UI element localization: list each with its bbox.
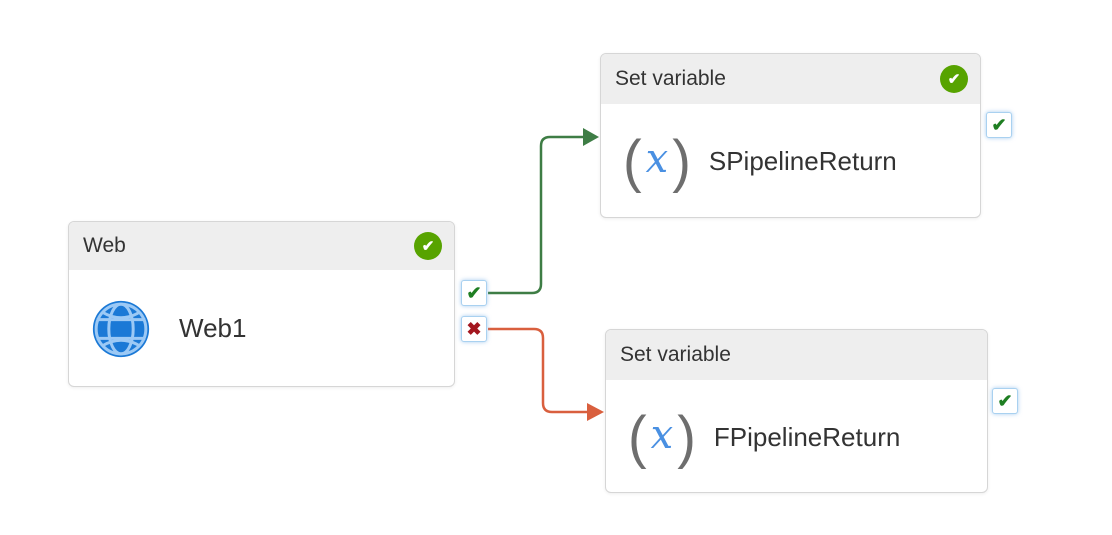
spipelinereturn-success-port[interactable]: ✔ [986, 112, 1012, 138]
failure-connector-line[interactable] [488, 327, 587, 414]
activity-node-web1-body: Web1 [69, 270, 454, 387]
activity-type-label: Set variable [615, 67, 726, 90]
status-succeeded-badge: ✔ [414, 232, 442, 260]
set-variable-icon-x: x [650, 412, 674, 458]
fpipelinereturn-success-port[interactable]: ✔ [992, 388, 1018, 414]
set-variable-icon-open-paren: ( [623, 127, 642, 194]
web1-success-port[interactable]: ✔ [461, 280, 487, 306]
activity-node-fpipelinereturn[interactable]: Set variable ( x ) FPipelineReturn [605, 329, 988, 493]
activity-node-spipelinereturn-body: ( x ) SPipelineReturn [601, 104, 980, 218]
activity-node-web1-header: Web ✔ [69, 222, 454, 270]
activity-name: FPipelineReturn [713, 421, 901, 452]
activity-name: Web1 [179, 313, 247, 343]
activity-name: SPipelineReturn [708, 145, 897, 176]
activity-node-spipelinereturn-header: Set variable ✔ [601, 54, 980, 104]
set-variable-icon-close-paren: ) [677, 403, 696, 470]
cross-icon: ✖ [466, 318, 482, 339]
activity-node-fpipelinereturn-body: ( x ) FPipelineReturn [606, 380, 987, 494]
check-icon: ✔ [997, 390, 1013, 411]
globe-icon [92, 300, 150, 357]
success-connector-line[interactable] [488, 135, 583, 295]
set-variable-icon-open-paren: ( [628, 403, 647, 470]
failure-connector-arrowhead [587, 403, 604, 421]
activity-type-label: Set variable [620, 343, 731, 366]
set-variable-icon-close-paren: ) [672, 127, 691, 194]
activity-node-spipelinereturn[interactable]: Set variable ✔ ( x ) SPipelineReturn [600, 53, 981, 218]
check-icon: ✔ [466, 282, 482, 303]
activity-node-web1[interactable]: Web ✔ Web1 [68, 221, 455, 387]
activity-node-fpipelinereturn-header: Set variable [606, 330, 987, 380]
success-connector[interactable] [488, 128, 599, 295]
set-variable-icon: ( x ) [628, 403, 696, 470]
activity-type-label: Web [83, 234, 126, 257]
set-variable-icon: ( x ) [623, 127, 691, 194]
status-succeeded-badge: ✔ [940, 65, 968, 93]
check-icon: ✔ [991, 114, 1007, 135]
failure-connector[interactable] [488, 327, 604, 421]
set-variable-icon-x: x [645, 136, 669, 182]
success-connector-arrowhead [583, 128, 599, 146]
web1-failure-port[interactable]: ✖ [461, 316, 487, 342]
